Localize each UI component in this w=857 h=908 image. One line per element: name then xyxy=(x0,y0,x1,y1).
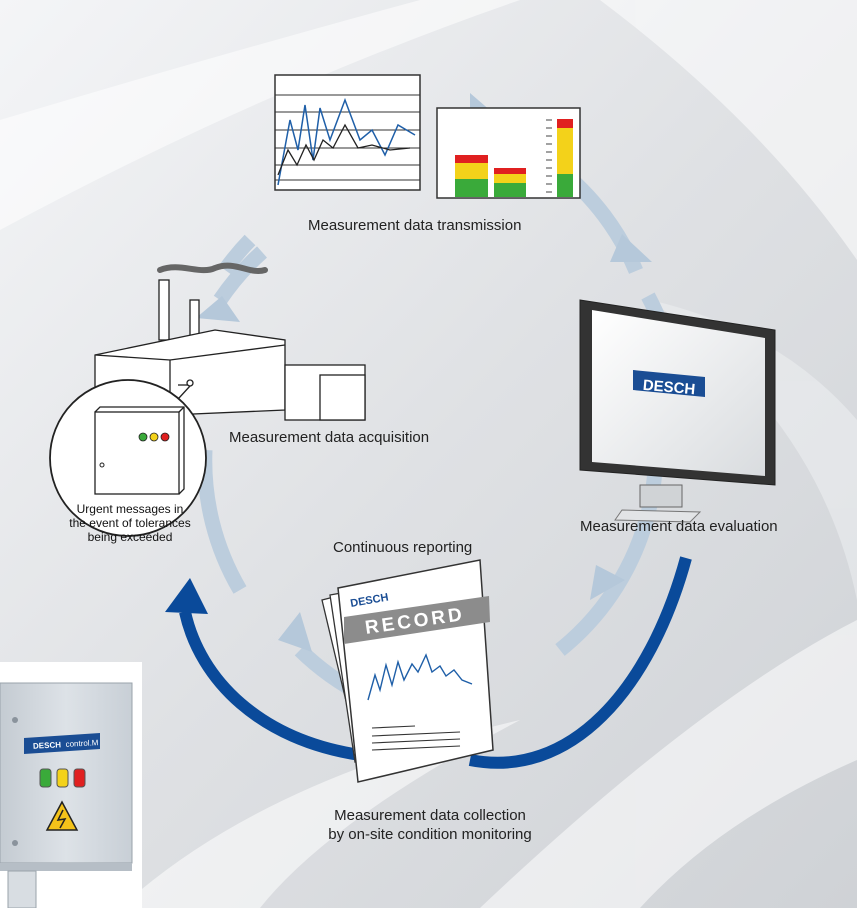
urgent-line1: Urgent messages in xyxy=(76,502,184,516)
label-transmission: Measurement data transmission xyxy=(308,217,522,234)
urgent-line2: the event of tolerances xyxy=(69,516,191,530)
record-document-icon xyxy=(321,559,494,783)
high-voltage-icon xyxy=(45,800,79,831)
control-cabinet-icon xyxy=(0,662,142,908)
cabinet-logo: DESCH xyxy=(33,740,62,750)
cycle-arrowheads xyxy=(196,93,652,652)
label-acquisition: Measurement data acquisition xyxy=(229,429,430,446)
label-reporting: Continuous reporting xyxy=(333,539,473,556)
line-chart-icon xyxy=(274,74,421,191)
monitor-icon xyxy=(579,299,776,523)
reporting-arrow xyxy=(179,556,692,769)
magnifier-circle xyxy=(49,379,207,537)
label-evaluation: Measurement data evaluation xyxy=(580,518,778,535)
reporting-arrowhead xyxy=(165,578,208,614)
monitor-logo-text: DESCH xyxy=(642,377,696,399)
label-collection-line2: by on-site condition monitoring xyxy=(328,826,532,843)
bar-chart-icon xyxy=(436,107,581,199)
cabinet-model: control.M xyxy=(65,738,99,749)
label-collection-line1: Measurement data collection xyxy=(334,807,526,824)
urgent-line3: being exceeded xyxy=(87,530,173,544)
monitor-logo-badge xyxy=(633,370,705,397)
